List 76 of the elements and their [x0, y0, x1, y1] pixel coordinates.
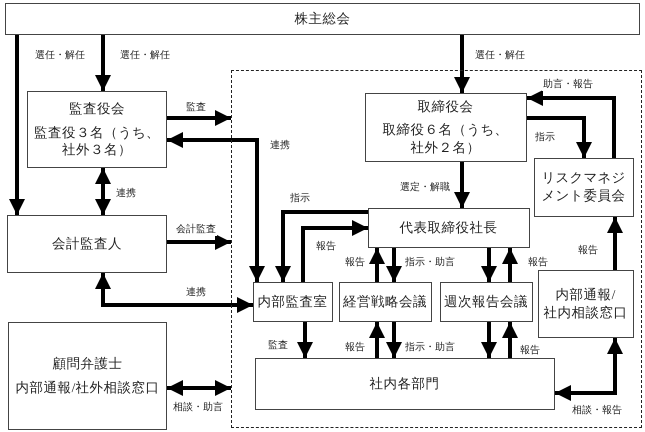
box-title: 週次報告会議	[444, 292, 528, 310]
arrow	[454, 162, 470, 208]
org-box	[538, 270, 634, 338]
box-title: 経営戦略会議	[343, 292, 427, 310]
arrow	[454, 35, 470, 93]
edge-label: 選任・解任	[474, 48, 526, 62]
edge-label: 選任・解任	[119, 48, 171, 62]
arrow	[502, 322, 518, 358]
arrow	[297, 322, 313, 358]
arrow	[301, 220, 368, 282]
edge-label: 指示・助言	[404, 340, 456, 354]
dashed-frame	[231, 70, 642, 428]
box-title: 代表取締役社長	[400, 218, 498, 236]
arrow	[95, 35, 111, 91]
edge-label: 選定・解職	[399, 180, 451, 194]
edge-label: 報告	[344, 340, 366, 354]
arrow	[527, 116, 592, 158]
arrow	[275, 210, 368, 282]
org-box	[440, 282, 532, 322]
box-title: 監査役会	[69, 100, 125, 118]
edge-label: 指示	[534, 130, 556, 144]
arrow	[386, 248, 402, 282]
box-title: 顧問弁護士	[52, 355, 122, 373]
edge-label: 指示・助言	[404, 255, 456, 269]
edge-label: 監査	[185, 100, 207, 114]
box-subtitle: 内部通報/社外相談窓口	[16, 379, 160, 397]
edge-label: 報告	[577, 243, 599, 257]
arrow	[527, 90, 616, 158]
arrow	[95, 168, 111, 215]
box-title: リスクマネジメント委員会	[540, 169, 626, 205]
box-title: 内部監査室	[258, 292, 328, 310]
box-title: 取締役会	[418, 98, 474, 116]
arrow	[607, 217, 623, 270]
arrow	[555, 338, 623, 401]
box-title: 株主総会	[294, 10, 350, 28]
arrow	[369, 248, 385, 282]
arrow	[167, 380, 231, 396]
edge-label: 相談・報告	[571, 403, 623, 417]
box-title: 会計監査人	[52, 235, 122, 253]
arrow	[95, 273, 253, 313]
edge-label: 監査	[267, 338, 289, 352]
edge-label: 報告	[519, 343, 541, 357]
edge-label: 助言・報告	[542, 77, 594, 91]
org-box	[368, 208, 530, 248]
box-title: 社内各部門	[370, 374, 440, 392]
org-box	[252, 282, 332, 322]
org-box	[27, 91, 167, 168]
edge-label: 会計監査	[175, 222, 217, 236]
edge-label: 連携	[185, 285, 207, 299]
org-box	[364, 92, 526, 162]
org-box	[534, 158, 634, 216]
arrow	[502, 248, 518, 282]
org-box	[338, 282, 432, 322]
edge-label: 報告	[527, 255, 549, 269]
arrow	[167, 234, 231, 250]
box-subtitle: 取締役６名（うち、社外２名）	[382, 121, 510, 156]
edge-label: 指示	[289, 191, 311, 205]
org-box	[8, 322, 167, 430]
box-subtitle: 監査役３名（うち、社外３名）	[33, 124, 161, 159]
org-box	[254, 358, 554, 410]
org-box	[5, 3, 640, 35]
edge-label: 連携	[115, 186, 137, 200]
arrow	[167, 110, 231, 126]
edge-label: 選任・解任	[34, 48, 86, 62]
arrow	[386, 322, 402, 358]
arrow	[481, 248, 497, 282]
edge-label: 相談・助言	[172, 400, 224, 414]
edge-label: 報告	[344, 255, 366, 269]
arrow	[481, 322, 497, 358]
org-box	[7, 215, 167, 273]
edge-label: 報告	[315, 239, 337, 253]
arrow	[369, 322, 385, 358]
box-title: 内部通報/社内相談窓口	[544, 286, 628, 322]
edge-label: 連携	[269, 138, 291, 152]
arrow	[9, 35, 25, 215]
arrow	[167, 132, 265, 282]
